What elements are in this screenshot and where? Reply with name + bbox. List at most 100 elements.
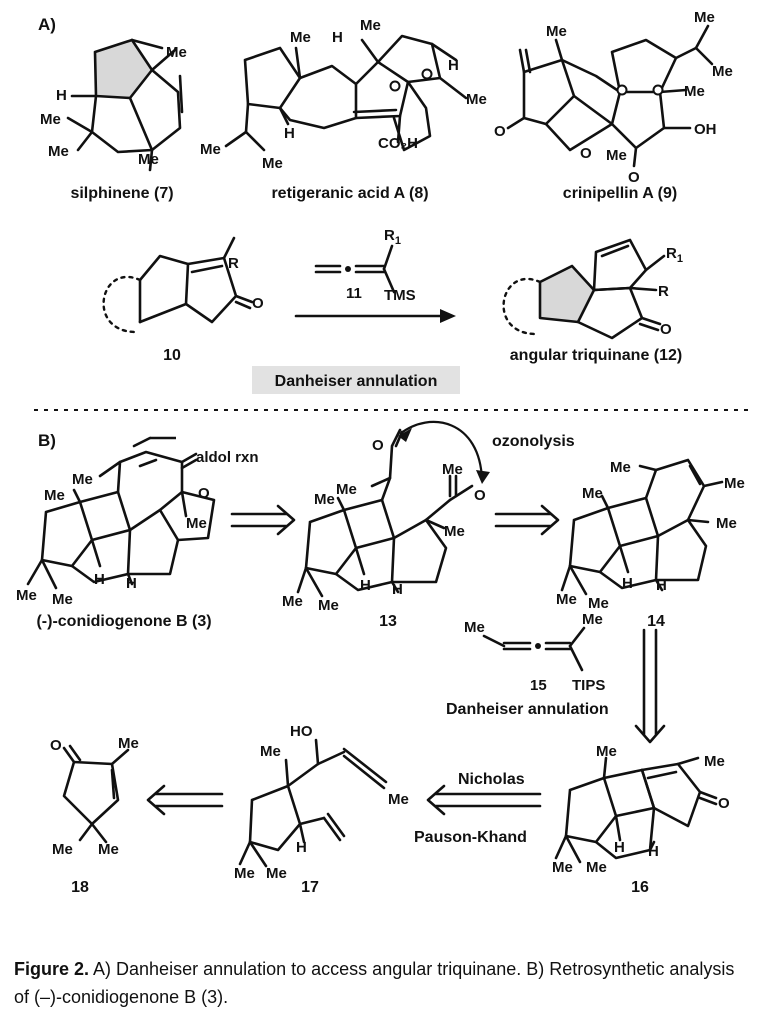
atom-h: H bbox=[392, 581, 403, 598]
compound-18-structure bbox=[62, 744, 130, 844]
atom-me: Me bbox=[588, 595, 609, 612]
compound-3-label: (-)-conidiogenone B (3) bbox=[36, 613, 211, 630]
atom-h: H bbox=[296, 839, 307, 856]
caption-text: A) Danheiser annulation to access angula… bbox=[14, 959, 735, 1007]
atom-me: Me bbox=[582, 485, 603, 502]
crinipellin-structure bbox=[506, 24, 714, 168]
atom-o: O bbox=[198, 485, 210, 502]
retro-arrow bbox=[426, 784, 542, 816]
atom-h: H bbox=[360, 577, 371, 594]
atom-oh: OH bbox=[694, 121, 717, 138]
atom-me: Me bbox=[290, 29, 311, 46]
atom-me: Me bbox=[694, 9, 715, 26]
compound-17-label: 17 bbox=[301, 879, 319, 896]
compound-13-label: 13 bbox=[379, 613, 397, 630]
atom-h: H bbox=[126, 575, 137, 592]
atom-me: Me bbox=[546, 23, 567, 40]
atom-o: O bbox=[372, 437, 384, 454]
atom-r: R bbox=[228, 255, 239, 272]
atom-o: O bbox=[474, 487, 486, 504]
atom-me: Me bbox=[586, 859, 607, 876]
atom-tips: TIPS bbox=[572, 677, 605, 694]
nicholas-label: Nicholas bbox=[458, 771, 525, 788]
atom-me: Me bbox=[266, 865, 287, 882]
compound-13-structure bbox=[296, 428, 474, 598]
compound-9-label: crinipellin A (9) bbox=[563, 185, 677, 202]
atom-tms: TMS bbox=[384, 287, 416, 304]
atom-h: H bbox=[284, 125, 295, 142]
atom-me: Me bbox=[138, 151, 159, 168]
atom-me: Me bbox=[48, 143, 69, 160]
atom-o: O bbox=[628, 169, 640, 186]
silphinene-structure bbox=[66, 38, 184, 172]
compound-14-label: 14 bbox=[647, 613, 665, 630]
atom-me: Me bbox=[444, 523, 465, 540]
atom-h: H bbox=[656, 577, 667, 594]
retro-arrow bbox=[146, 784, 224, 816]
reagent-15-structure bbox=[482, 626, 586, 672]
compound-18-label: 18 bbox=[71, 879, 89, 896]
atom-h: H bbox=[648, 843, 659, 860]
compound-14-structure bbox=[560, 458, 724, 596]
atom-me: Me bbox=[16, 587, 37, 604]
atom-r: R1 bbox=[666, 245, 683, 265]
compound-17-structure bbox=[238, 738, 388, 868]
atom-h: H bbox=[614, 839, 625, 856]
atom-o: O bbox=[494, 123, 506, 140]
method-highlight-box bbox=[252, 366, 460, 394]
atom-me: Me bbox=[234, 865, 255, 882]
atom-r: R1 bbox=[384, 227, 401, 247]
atom-o: O bbox=[718, 795, 730, 812]
atom-h: H bbox=[622, 575, 633, 592]
reagent-11-label: 11 bbox=[346, 285, 362, 302]
retrosynthesis-scheme: A) Me H Me Me Me silphinene (7) bbox=[16, 9, 750, 896]
atom-me: Me bbox=[442, 461, 463, 478]
atom-me: Me bbox=[716, 515, 737, 532]
atom-me: Me bbox=[704, 753, 725, 770]
retigeranic-acid-structure bbox=[224, 34, 468, 152]
atom-me: Me bbox=[318, 597, 339, 614]
atom-me: Me bbox=[610, 459, 631, 476]
compound-10-structure bbox=[102, 236, 254, 334]
caption-label: Figure 2. bbox=[14, 959, 90, 979]
atom-o: O bbox=[252, 295, 264, 312]
atom-co2h: CO₂H bbox=[378, 135, 418, 152]
atom-me: Me bbox=[200, 141, 221, 158]
figure-caption: Figure 2. A) Danheiser annulation to acc… bbox=[14, 955, 754, 1011]
atom-r: R bbox=[658, 283, 669, 300]
compound-10-label: 10 bbox=[163, 347, 181, 364]
panel-b-label: B) bbox=[38, 431, 56, 450]
atom-o: O bbox=[50, 737, 62, 754]
atom-me: Me bbox=[556, 591, 577, 608]
compound-7-label: silphinene (7) bbox=[70, 185, 173, 202]
danheiser-label: Danheiser annulation bbox=[446, 701, 609, 718]
atom-me: Me bbox=[596, 743, 617, 760]
compound-16-structure bbox=[554, 756, 718, 864]
atom-o: O bbox=[580, 145, 592, 162]
reagent-11-structure bbox=[294, 244, 456, 323]
atom-aldol-label: aldol rxn bbox=[196, 449, 259, 466]
atom-h: H bbox=[448, 57, 459, 74]
retro-arrow bbox=[230, 504, 296, 536]
atom-me: Me bbox=[282, 593, 303, 610]
ozonolysis-label: ozonolysis bbox=[492, 433, 575, 450]
arrow-head bbox=[476, 470, 490, 484]
pauson-khand-label: Pauson-Khand bbox=[414, 829, 527, 846]
atom-me: Me bbox=[360, 17, 381, 34]
ozonolysis-arrow bbox=[399, 420, 484, 481]
atom-me: Me bbox=[186, 515, 207, 532]
atom-me: Me bbox=[388, 791, 409, 808]
atom-me: Me bbox=[582, 611, 603, 628]
atom-me: Me bbox=[314, 491, 335, 508]
atom-me: Me bbox=[262, 155, 283, 172]
method-label: Danheiser annulation bbox=[275, 373, 438, 390]
retro-arrow bbox=[494, 504, 560, 536]
atom-me: Me bbox=[724, 475, 745, 492]
atom-me: Me bbox=[166, 44, 187, 61]
compound-8-label: retigeranic acid A (8) bbox=[271, 185, 428, 202]
atom-h: H bbox=[94, 571, 105, 588]
conidiogenone-b-structure bbox=[26, 436, 216, 590]
atom-me: Me bbox=[712, 63, 733, 80]
compound-12-label: angular triquinane (12) bbox=[510, 347, 682, 364]
atom-me: Me bbox=[552, 859, 573, 876]
